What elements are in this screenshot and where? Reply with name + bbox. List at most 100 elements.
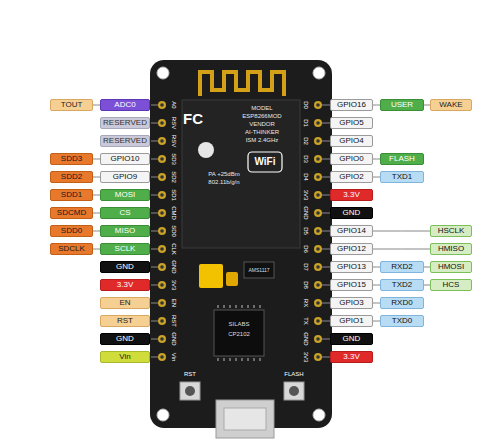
pin-connector	[93, 105, 100, 106]
pin-hole	[158, 335, 166, 343]
pin-leader	[151, 357, 158, 358]
pin-hole	[158, 317, 166, 325]
pin-name: RESERVED	[103, 119, 147, 127]
pin-hole-center	[316, 319, 320, 323]
pin-leader	[322, 195, 330, 196]
pin-name: GND	[343, 209, 361, 217]
silkscreen-pin: D2	[303, 137, 309, 145]
pin-hole	[158, 245, 166, 253]
pin-connector	[93, 213, 100, 214]
silkscreen-pin: 3V3	[171, 280, 177, 291]
pcb	[150, 60, 332, 428]
button-label: RST	[184, 371, 196, 377]
pin-hole	[314, 119, 322, 127]
pin-hole-center	[160, 229, 164, 233]
silkscreen-pin: GND	[303, 206, 309, 219]
pin-label: GPIO16	[330, 99, 373, 111]
pin-leader	[151, 231, 158, 232]
pin-name: RESERVED	[103, 137, 147, 145]
pin-connector	[373, 105, 380, 106]
pin-leader	[322, 105, 330, 106]
pin-label: MISO	[100, 225, 150, 237]
pin-hole	[314, 299, 322, 307]
pin-name: HCS	[443, 281, 460, 289]
pin-name: GPIO15	[337, 281, 366, 289]
pin-hole	[314, 227, 322, 235]
usb-shell	[224, 408, 266, 430]
module-text: AI-THINKER	[245, 129, 279, 135]
pin-name: MISO	[115, 227, 135, 235]
pin-label: HCS	[430, 279, 472, 291]
pin-label: GPIO12	[330, 243, 373, 255]
silkscreen-pin: RX	[303, 299, 309, 307]
wifi-logo-text: WiFi	[254, 157, 275, 167]
pin-name: GPIO14	[337, 227, 366, 235]
pin-name: CS	[119, 209, 130, 217]
esp-module	[182, 100, 300, 248]
pin-label: SDCMD	[50, 207, 93, 219]
pin-label: RESERVED	[100, 117, 150, 129]
pin-hole	[158, 281, 166, 289]
pin-label: GPIO0	[330, 153, 373, 165]
pin-label: RXD2	[380, 261, 424, 273]
silkscreen-pin: EN	[171, 299, 177, 307]
silkscreen-pin: SD0	[171, 225, 177, 237]
pin-label: GPIO15	[330, 279, 373, 291]
pin-hole	[314, 335, 322, 343]
pin-hole	[158, 227, 166, 235]
pin-hole-center	[316, 121, 320, 125]
pin-hole-center	[316, 175, 320, 179]
pin-label: 3.3V	[330, 189, 373, 201]
pin-hole	[314, 353, 322, 361]
pin-name: GPIO4	[339, 137, 363, 145]
pin-label: MOSI	[100, 189, 150, 201]
pin-label: GND	[100, 333, 150, 345]
pin-label: GPIO14	[330, 225, 373, 237]
pin-label: RST	[100, 315, 150, 327]
pin-hole	[158, 209, 166, 217]
pin-holes	[151, 101, 330, 361]
pin-label: TXD1	[380, 171, 424, 183]
pin-hole	[314, 155, 322, 163]
pin-connector	[373, 303, 380, 304]
pin-label: CS	[100, 207, 150, 219]
pin-leader	[322, 159, 330, 160]
pin-name: 3.3V	[343, 353, 359, 361]
pin-label: GPIO2	[330, 171, 373, 183]
pin-hole-center	[160, 121, 164, 125]
pin-label: Vin	[100, 351, 150, 363]
pin-label: TOUT	[50, 99, 93, 111]
chip-marking: CP2102	[228, 331, 250, 337]
pin-hole-center	[316, 301, 320, 305]
pin-hole	[314, 191, 322, 199]
pin-hole	[158, 353, 166, 361]
pin-leader	[322, 141, 330, 142]
pin-hole	[158, 137, 166, 145]
pin-hole-center	[160, 319, 164, 323]
pin-hole-center	[160, 175, 164, 179]
pin-hole	[314, 317, 322, 325]
pin-label: TXD2	[380, 279, 424, 291]
pin-label: TXD0	[380, 315, 424, 327]
module-text: MODEL	[251, 105, 272, 111]
pin-hole-center	[316, 139, 320, 143]
pin-name: GND	[116, 263, 134, 271]
pin-leader	[322, 285, 330, 286]
pin-hole-center	[316, 283, 320, 287]
silkscreen-pin: SD2	[171, 171, 177, 183]
pin-leader	[151, 195, 158, 196]
silkscreen-pin: SD3	[171, 153, 177, 165]
silkscreen-pin: RST	[171, 315, 177, 327]
cert-mark: FC	[183, 111, 203, 126]
pin-connector	[373, 321, 380, 322]
pin-label: RXD0	[380, 297, 424, 309]
pin-leader	[151, 249, 158, 250]
pin-name: GPIO16	[337, 101, 366, 109]
pin-hole	[158, 155, 166, 163]
regulator-marking: AMS1117	[248, 268, 269, 273]
pin-leader	[322, 213, 330, 214]
pin-leader	[151, 321, 158, 322]
pin-name: ADC0	[114, 101, 135, 109]
pin-label: USER	[380, 99, 424, 111]
